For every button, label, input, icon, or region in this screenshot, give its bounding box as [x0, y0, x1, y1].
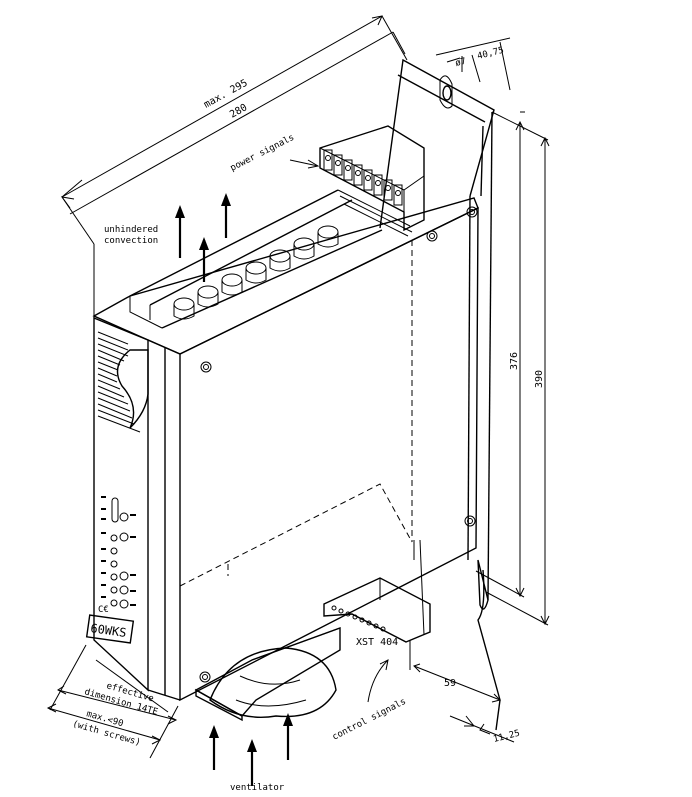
front-dimension-lines — [46, 644, 179, 759]
faceplate-controls — [85, 496, 136, 644]
height-dimension-lines — [475, 111, 550, 626]
label-ventilator: ventilator — [230, 783, 285, 793]
label-40-75: 40,75 — [476, 46, 505, 62]
housing — [92, 197, 479, 702]
ventilator-arrows — [209, 713, 293, 786]
heatsink-top — [129, 189, 411, 329]
label-unhindered: unhindered — [104, 225, 158, 235]
power-connector — [319, 125, 425, 237]
label-280: 280 — [228, 102, 249, 120]
control-connector — [323, 539, 431, 643]
power-signals-leader — [289, 159, 319, 167]
label-390: 390 — [534, 370, 545, 388]
ce-mark: C€ — [98, 605, 109, 615]
mounting-plate — [379, 58, 501, 731]
label-59: 59 — [444, 678, 456, 689]
label-control-signals: control signals — [331, 697, 408, 743]
label-phi7: ø7 — [454, 57, 467, 69]
label-power-signals: power signals — [229, 133, 296, 174]
label-11-25: 11,25 — [492, 729, 521, 745]
depth-dimension-lines — [409, 640, 515, 743]
model-label: 60WKS — [90, 621, 128, 640]
power-signals-arrowhead — [307, 159, 320, 169]
control-signals-leader — [367, 659, 389, 703]
control-signals-arrowhead — [379, 659, 389, 671]
width-dimension-lines — [60, 15, 408, 320]
slot-dimension-lines — [435, 37, 511, 91]
label-xst-404: XST 404 — [356, 637, 398, 648]
label-376: 376 — [509, 352, 520, 370]
ventilator — [194, 627, 341, 722]
label-convection: convection — [104, 236, 158, 246]
